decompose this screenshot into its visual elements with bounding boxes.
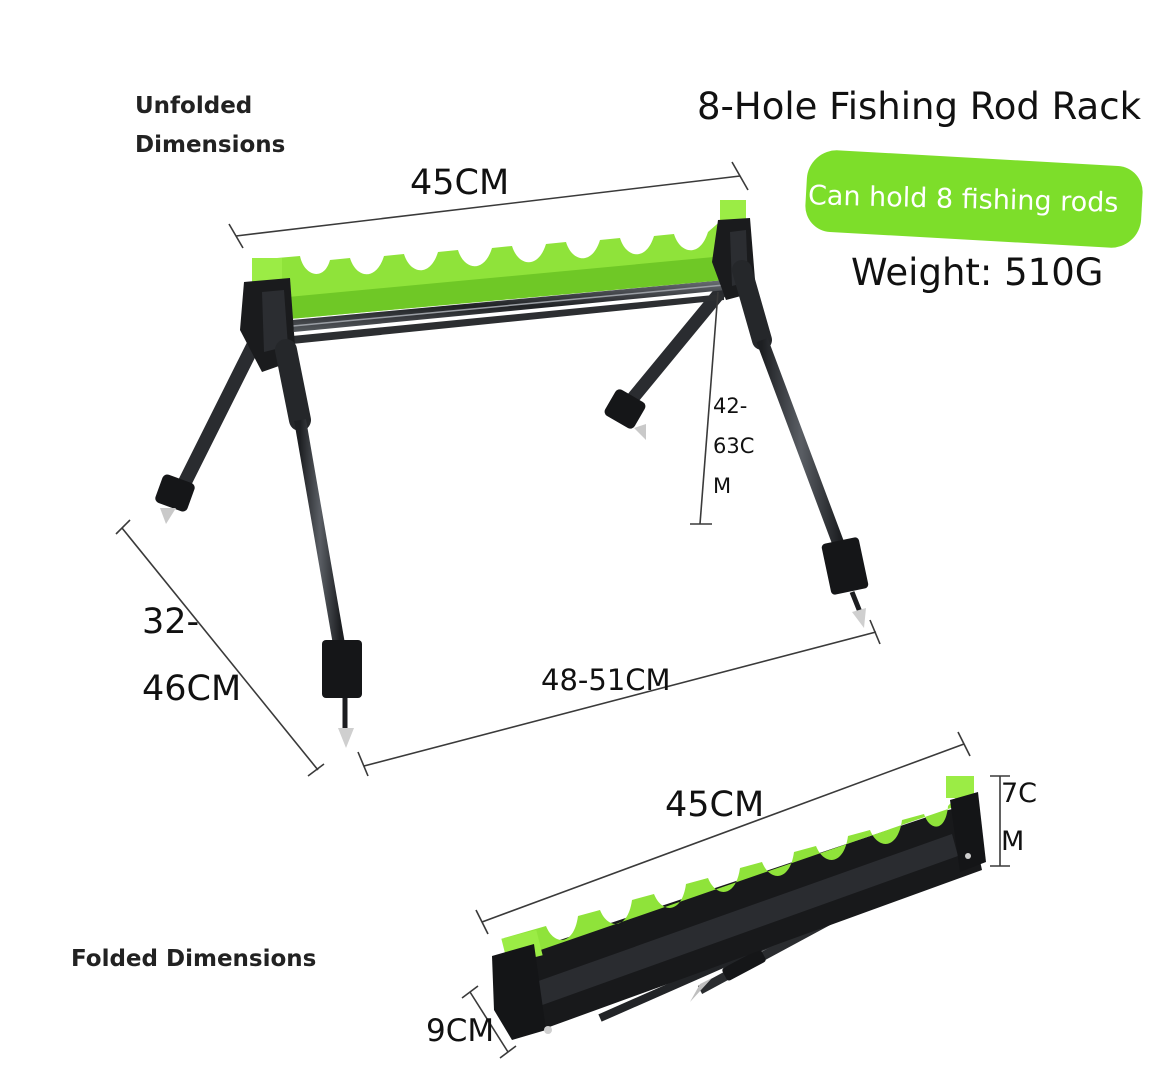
unfolded-depth-line2: 46CM (142, 669, 242, 709)
unfolded-depth-line1: 32- (142, 602, 200, 642)
product-title: 8-Hole Fishing Rod Rack (697, 85, 1141, 128)
folded-height-line1: 7C (1001, 778, 1038, 809)
back-right-leg (604, 283, 729, 440)
unfolded-leg-span-label: 48-51CM (541, 663, 671, 697)
folded-rack (492, 776, 986, 1040)
front-right-leg (732, 260, 869, 628)
unfolded-height-line1: 42- (713, 394, 748, 418)
unfolded-heading-line2: Dimensions (135, 132, 286, 158)
cross-bars (292, 280, 726, 344)
unfolded-rack (155, 200, 869, 748)
back-left-leg (155, 333, 263, 524)
folded-heading: Folded Dimensions (71, 946, 317, 972)
folded-height-line2: M (1001, 826, 1025, 857)
unfolded-height-line3: M (713, 474, 732, 498)
unfolded-heading-line1: Unfolded (135, 93, 253, 119)
top-rod-holder (252, 200, 746, 322)
weight-label: Weight: 510G (851, 251, 1104, 294)
unfolded-dimension-lines (115, 161, 881, 777)
unfolded-top-length-label: 45CM (410, 163, 510, 203)
front-left-leg (275, 339, 362, 748)
unfolded-height-line2: 63C (713, 434, 755, 458)
folded-width-label: 9CM (426, 1013, 495, 1049)
folded-length-label: 45CM (665, 785, 765, 825)
folded-dimension-lines (461, 731, 1010, 1059)
